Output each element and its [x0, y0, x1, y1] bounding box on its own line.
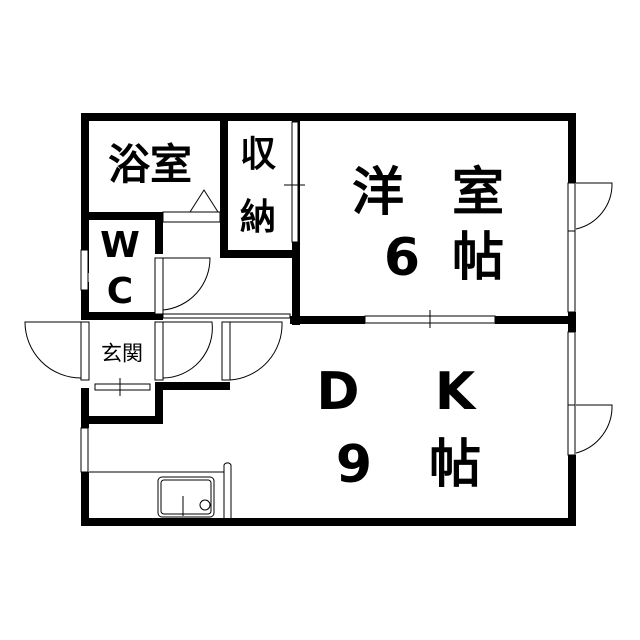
room-label-bath: 浴室 [107, 140, 193, 189]
room-label-storage-2: 納 [239, 197, 277, 238]
room-label-western-2: 室 [451, 163, 505, 223]
room-label-western-1: 洋 [351, 163, 405, 223]
kitchen-counter [89, 462, 232, 518]
windows-and-doors [24, 121, 613, 473]
sink [157, 476, 215, 518]
room-label-dk-1: D [316, 362, 360, 422]
room-label-entrance: 玄関 [101, 341, 143, 366]
room-size-western-unit: 帖 [451, 228, 505, 288]
room-size-dk-number: 9 [335, 435, 373, 495]
room-label-storage-1: 収 [239, 134, 277, 175]
room-label-wc-2: C [106, 271, 134, 312]
room-size-western-number: 6 [383, 228, 421, 288]
room-label-dk-2: K [434, 362, 476, 422]
room-label-wc-1: W [100, 225, 140, 266]
room-size-dk-unit: 帖 [428, 435, 482, 495]
